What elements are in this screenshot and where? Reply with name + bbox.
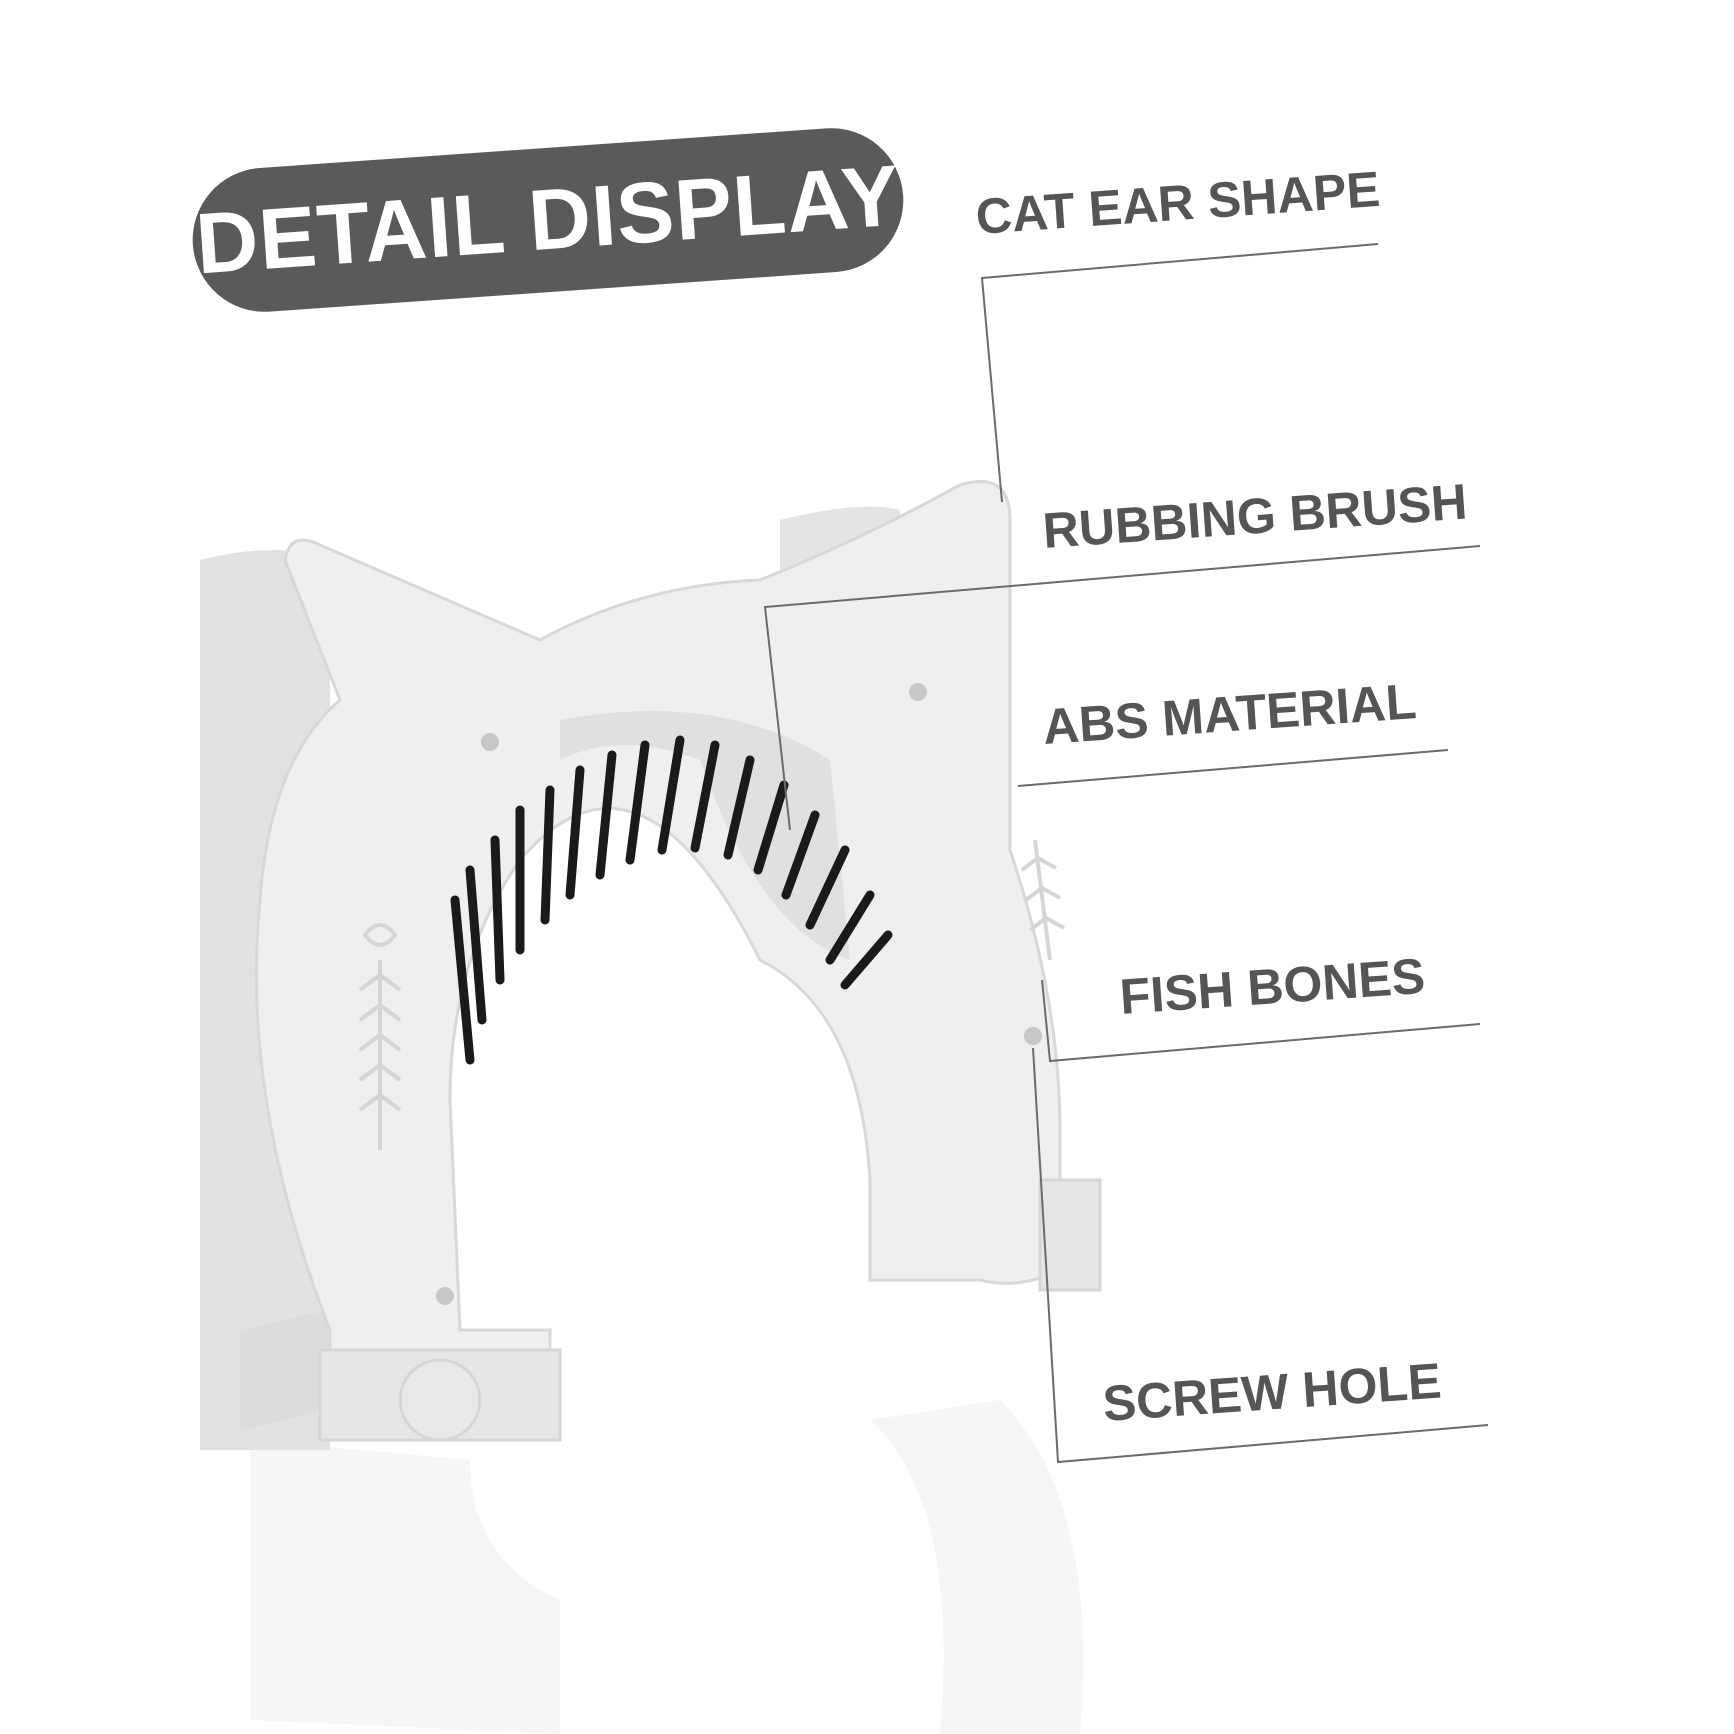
fish-bone-emboss-right <box>1020 839 1065 961</box>
screw-holes <box>436 683 1042 1305</box>
fish-bones-callout-line <box>1041 979 1481 1063</box>
fish-bone-emboss-left <box>358 923 402 1150</box>
rubbing-brush-bristles <box>450 735 893 1065</box>
cat-door-ring <box>254 480 1062 1442</box>
rubbing-brush-callout-line <box>763 545 1481 831</box>
cat-ear-callout-line <box>980 243 1379 503</box>
abs-material-callout-line <box>1017 749 1449 787</box>
ring-feet <box>318 1178 1102 1442</box>
detail-display-title: DETAIL DISPLAY <box>192 147 904 292</box>
product-reflection <box>250 1400 1084 1734</box>
screw-hole-callout-line <box>1032 1047 1489 1464</box>
callout-lines <box>763 243 1489 1464</box>
